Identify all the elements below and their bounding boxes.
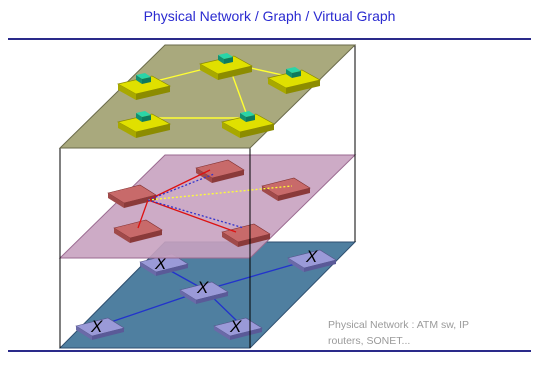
- top-rule: [8, 38, 531, 40]
- caption-line: Physical Network : ATM sw, IP: [328, 319, 470, 331]
- physical-network-caption: Physical Network : ATM sw, IP routers, S…: [328, 317, 533, 349]
- node-x-label: X: [305, 247, 318, 266]
- graph-links: [137, 169, 293, 233]
- caption-line: routers, SONET...: [328, 335, 411, 347]
- page-title: Physical Network / Graph / Virtual Graph: [143, 8, 396, 24]
- node-x-label: X: [154, 254, 167, 273]
- bottom-rule: [8, 350, 531, 352]
- virtual-graph-plane: [58, 44, 357, 149]
- node-x-label: X: [90, 317, 103, 336]
- stack-edges: [59, 45, 356, 348]
- node-x-label: X: [196, 278, 209, 297]
- node-x-label: X: [229, 317, 242, 336]
